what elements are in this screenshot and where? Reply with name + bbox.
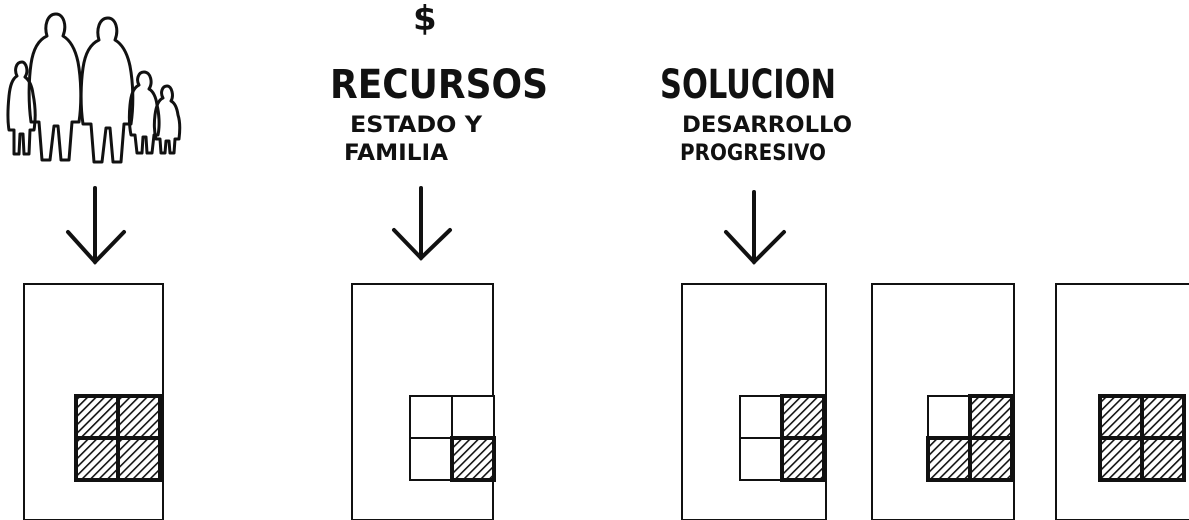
module-grid-stage-3 [1098, 394, 1186, 482]
module-cell-hatched [74, 436, 120, 482]
lot-outline-stage-3 [1055, 283, 1189, 520]
family-silhouette-icon [6, 12, 182, 164]
module-cell-empty [739, 395, 783, 439]
module-cell-hatched [116, 436, 162, 482]
module-cell-hatched [968, 436, 1014, 482]
solucion-subtitle-line1: DESARROLLO [682, 113, 852, 138]
module-cell-hatched [968, 394, 1014, 440]
module-grid-resources [409, 395, 496, 482]
solucion-title: SOLUCION [660, 62, 836, 108]
module-cell-empty [409, 395, 453, 439]
down-arrow-icon [392, 186, 452, 261]
down-arrow-icon [66, 186, 126, 265]
module-cell-hatched [780, 436, 826, 482]
module-cell-hatched [1098, 394, 1144, 440]
module-cell-hatched [1098, 436, 1144, 482]
module-cell-empty [927, 395, 971, 439]
module-cell-empty [451, 395, 495, 439]
recursos-subtitle-line1: ESTADO Y [350, 113, 483, 138]
lot-outline-need [23, 283, 164, 520]
module-grid-stage-2 [926, 394, 1014, 482]
module-cell-hatched [116, 394, 162, 440]
module-cell-hatched [450, 436, 496, 482]
recursos-title: RECURSOS [330, 62, 548, 108]
dollar-sign: $ [413, 0, 437, 39]
module-cell-hatched [1140, 394, 1186, 440]
module-cell-hatched [1140, 436, 1186, 482]
module-grid-stage-1 [739, 394, 826, 482]
down-arrow-icon [724, 190, 786, 265]
solucion-subtitle-line2: PROGRESIVO [680, 141, 826, 166]
module-cell-empty [739, 437, 783, 481]
module-cell-empty [409, 437, 453, 481]
recursos-subtitle-line2: FAMILIA [344, 141, 448, 166]
module-grid-need [74, 394, 162, 482]
module-cell-hatched [926, 436, 972, 482]
module-cell-hatched [780, 394, 826, 440]
module-cell-hatched [74, 394, 120, 440]
